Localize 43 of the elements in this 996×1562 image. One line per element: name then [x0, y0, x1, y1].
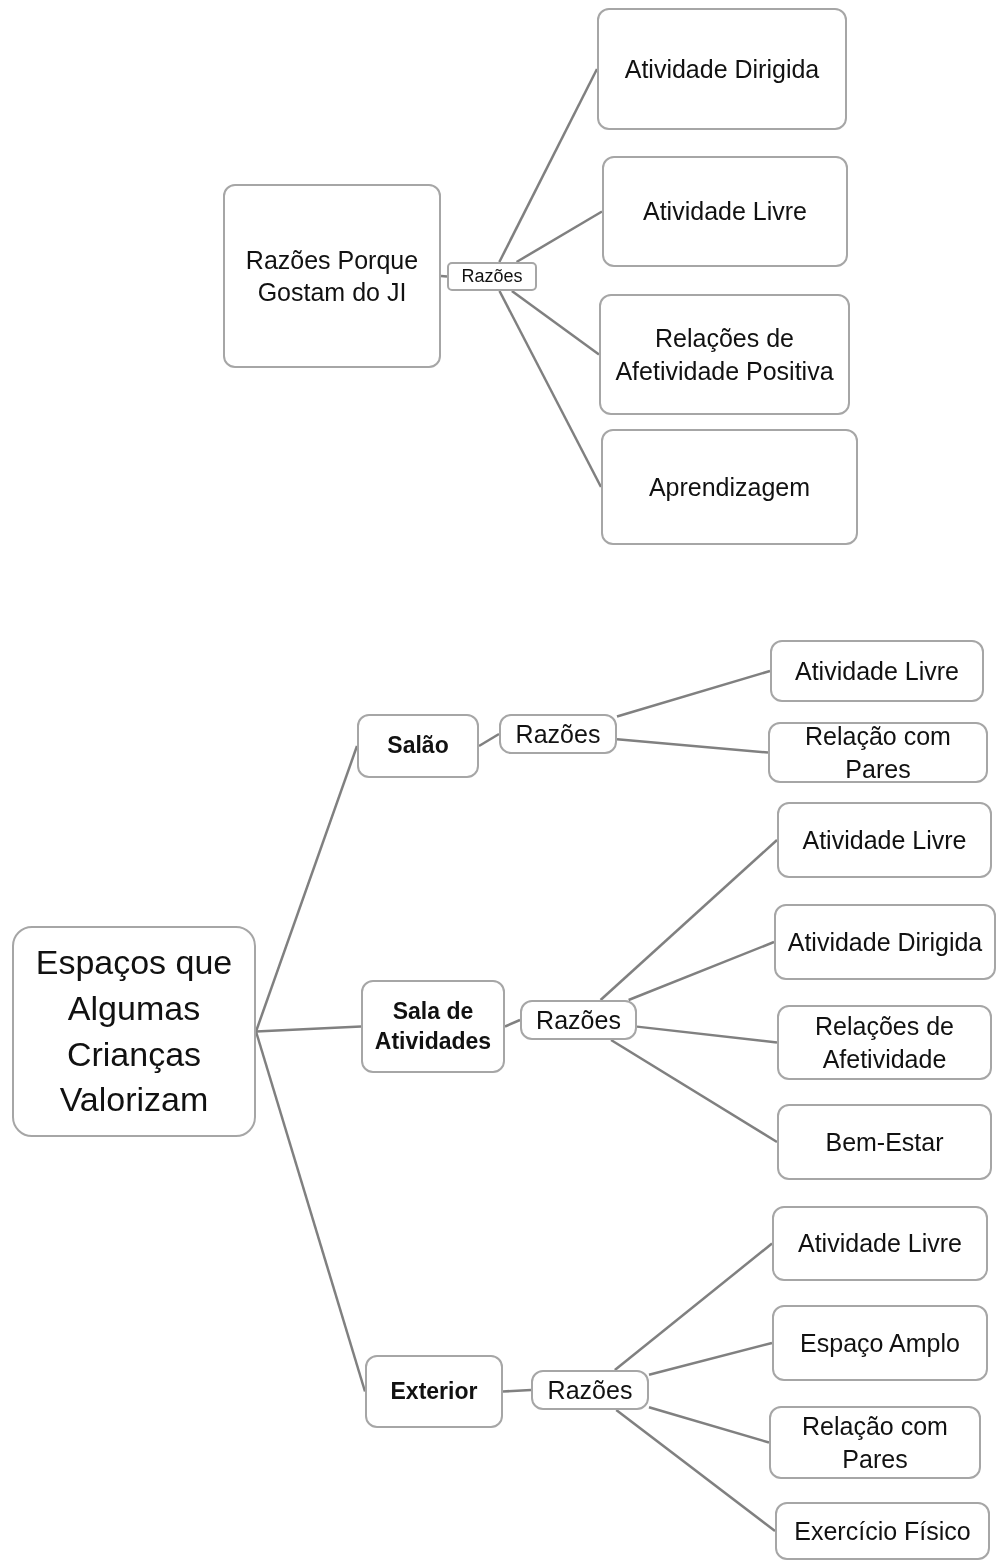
label-box: Razões [447, 262, 537, 291]
text-box: Atividade Dirigida [774, 904, 996, 980]
connector-line [636, 1025, 778, 1044]
text-box: Relação com Pares [769, 1406, 981, 1479]
connector-line [648, 1341, 773, 1376]
text-box: Atividade Dirigida [597, 8, 847, 130]
label-box: Razões [499, 714, 617, 754]
connector-line [498, 290, 603, 488]
connector-line [599, 839, 778, 1001]
category-box: Sala de Atividades [361, 980, 505, 1073]
text-box: Bem-Estar [777, 1104, 992, 1180]
text-box: Exercício Físico [775, 1502, 990, 1560]
text-box: Relações de Afetividade Positiva [599, 294, 850, 415]
text-box: Espaço Amplo [772, 1305, 988, 1381]
connector-line [614, 1242, 773, 1371]
connector-line [616, 669, 771, 718]
connector-line [255, 1025, 362, 1033]
text-box: Relações de Afetividade [777, 1005, 992, 1080]
connector-line [254, 1031, 367, 1392]
connector-line [254, 745, 359, 1032]
text-box: Atividade Livre [777, 802, 992, 878]
text-box: Aprendizagem [601, 429, 858, 545]
category-box: Exterior [365, 1355, 503, 1428]
connector-line [511, 290, 600, 356]
title-box: Espaços que Algumas Crianças Valorizam [12, 926, 256, 1137]
text-box: Atividade Livre [770, 640, 984, 702]
connector-line [615, 1409, 776, 1532]
connector-line [504, 1018, 521, 1028]
text-box: Relação com Pares [768, 722, 988, 783]
connector-line [498, 68, 599, 263]
connector-line [440, 274, 448, 278]
connector-line [502, 1388, 532, 1393]
text-box: Atividade Livre [772, 1206, 988, 1281]
category-box: Salão [357, 714, 479, 778]
connector-line [610, 1038, 778, 1144]
label-box: Razões [520, 1000, 637, 1040]
label-box: Razões [531, 1370, 649, 1410]
text-box: Razões Porque Gostam do JI [223, 184, 441, 368]
connector-line [628, 940, 775, 1002]
connector-line [616, 737, 769, 754]
connector-line [515, 210, 603, 264]
connector-line [478, 732, 500, 748]
text-box: Atividade Livre [602, 156, 848, 267]
